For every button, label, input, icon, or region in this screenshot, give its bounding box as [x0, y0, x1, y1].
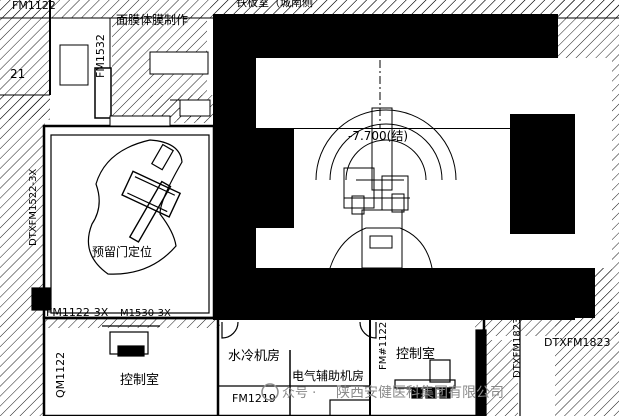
lower-rooms — [42, 316, 521, 416]
watermark: 众号 · 陕西安健医科集团有限公司 — [261, 383, 504, 401]
label-right-vertical-code: DTXFM1823 — [512, 318, 523, 379]
shield-walls — [213, 14, 612, 320]
label-door-left: FM1122-3X — [46, 306, 109, 319]
label-control-room-left: 控制室 — [120, 372, 159, 388]
watermark-company: 陕西安健医科集团有限公司 — [336, 384, 504, 401]
watermark-logo-icon — [261, 383, 279, 401]
label-left-number: 21 — [10, 67, 25, 81]
label-control-room-right: 控制室 — [396, 346, 435, 362]
label-left-vertical-code: DTXFM1522-3X — [28, 169, 39, 246]
left-room — [31, 124, 216, 320]
label-top-room-right: 铁板室（城南侧 — [236, 0, 313, 9]
label-fm-vertical: FM#1122 — [378, 322, 389, 370]
label-left-vertical-top: FM1532 — [94, 34, 107, 78]
label-qm-code: QM1122 — [54, 352, 67, 398]
watermark-prefix: 众号 · — [282, 386, 316, 401]
label-electrical-room: 电气辅助机房 — [292, 368, 364, 383]
top-left-walls — [0, 0, 619, 127]
label-top-left-code: FM1122 — [12, 0, 56, 12]
labels: FM1122 面膜体膜制作 铁板室（城南侧 FM1532 21 DTXFM152… — [10, 0, 611, 405]
label-top-room: 面膜体膜制作 — [116, 13, 188, 27]
label-machine: 预留门定位 — [92, 244, 152, 259]
label-door-left2: M1530-3X — [120, 308, 171, 319]
label-door-bottom: FM1219 — [232, 392, 276, 405]
label-cooling-room: 水冷机房 — [228, 348, 280, 364]
label-center-elevation: -7.700(结) — [348, 129, 408, 143]
label-dtx-right: DTXFM1823 — [544, 336, 611, 349]
gantry-equipment — [315, 60, 457, 269]
